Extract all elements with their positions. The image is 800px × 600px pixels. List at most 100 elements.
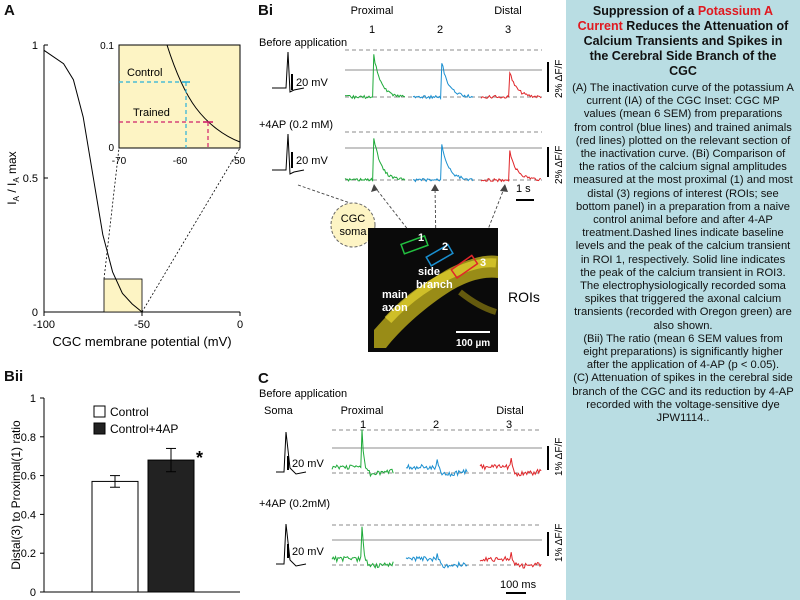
c-roi-1: 1 bbox=[360, 419, 366, 431]
panel-c-figure: Before application +4AP (0.2mM) Soma Pro… bbox=[259, 388, 565, 594]
caption-paragraph-c: (C) Attenuation of spikes in the cerebra… bbox=[572, 372, 794, 425]
bi-img-roi-3: 3 bbox=[480, 257, 486, 269]
bii-ytick: 0 bbox=[30, 587, 36, 599]
c-trace-before-roi1 bbox=[331, 429, 394, 478]
c-distal-header: Distal bbox=[496, 405, 524, 417]
bii-legend-control-swatch bbox=[93, 405, 106, 418]
c-roi-2: 2 bbox=[433, 419, 439, 431]
bi-soma-circle bbox=[330, 202, 376, 248]
c-mv-scale-top: 20 mV bbox=[292, 458, 324, 470]
bi-df-scale-bottom: 2% ΔF/F bbox=[554, 146, 565, 184]
c-trace-after-roi1 bbox=[331, 526, 394, 569]
a-ylabel: IA / IA max bbox=[5, 151, 21, 204]
c-trace-after-roi2 bbox=[405, 553, 468, 569]
bi-mv-scale-bottom: 20 mV bbox=[296, 155, 328, 167]
bi-trace-after-roi3 bbox=[480, 150, 541, 183]
bii-legend-4ap: Control+4AP bbox=[110, 422, 178, 436]
bi-img-roi-2-box bbox=[425, 243, 454, 267]
a-inset-control-label: Control bbox=[127, 67, 162, 79]
panel-bi-figure: Before application +4AP (0.2 mM) Proxima… bbox=[259, 5, 565, 352]
bi-df-scale-top: 2% ΔF/F bbox=[554, 60, 565, 98]
a-inset-curve bbox=[166, 44, 241, 143]
bii-ytick: 0.6 bbox=[21, 471, 36, 483]
c-soma-spike-after bbox=[276, 523, 307, 567]
a-inactivation-curve bbox=[43, 49, 143, 313]
bi-trace-after-roi1 bbox=[344, 138, 406, 182]
bi-after-label: +4AP (0.2 mM) bbox=[259, 119, 333, 131]
bi-img-side: side bbox=[418, 266, 440, 278]
c-df-scale-top: 1% ΔF/F bbox=[554, 438, 565, 476]
bi-img-branch: branch bbox=[416, 279, 453, 291]
panel-label-bii: Bii bbox=[4, 368, 24, 385]
bi-time-scale: 1 s bbox=[516, 183, 531, 195]
bi-rois-label: ROIs bbox=[508, 289, 540, 305]
a-xtick-50: -50 bbox=[134, 319, 150, 331]
c-after-label: +4AP (0.2mM) bbox=[259, 498, 330, 510]
bii-ytick: 0.2 bbox=[21, 548, 36, 560]
c-time-scale: 100 ms bbox=[500, 579, 537, 591]
panel-a-chart: 1 0.5 0 -100 -50 0 CGC membrane potentia… bbox=[5, 40, 246, 349]
c-trace-before-roi3 bbox=[479, 458, 542, 478]
bi-before-label: Before application bbox=[259, 37, 347, 49]
bi-img-scale: 100 µm bbox=[456, 338, 490, 349]
a-ytick-0: 0 bbox=[32, 307, 38, 319]
a-xlabel: CGC membrane potential (mV) bbox=[52, 334, 231, 349]
c-trace-after-roi3 bbox=[479, 552, 542, 569]
panel-label-a: A bbox=[4, 2, 15, 19]
bi-roi-2: 2 bbox=[437, 24, 443, 36]
bi-roi-3: 3 bbox=[505, 24, 511, 36]
bi-img-roi-1-box bbox=[400, 234, 429, 255]
bi-distal-header: Distal bbox=[494, 5, 522, 17]
caption-sidebar: Suppression of a Potassium A Current Red… bbox=[566, 0, 800, 600]
caption-title-highlight: Potassium A Current bbox=[577, 4, 774, 33]
bii-bar-control bbox=[91, 480, 139, 593]
bi-img-roi-3-box bbox=[450, 254, 479, 280]
bii-ytick: 1 bbox=[30, 393, 36, 405]
a-inset-ytick-0: 0 bbox=[108, 143, 114, 154]
c-mv-scale-bottom: 20 mV bbox=[292, 546, 324, 558]
c-soma-header: Soma bbox=[264, 405, 294, 417]
bii-ylabel: Distal(3) to Proximal(1) ratio bbox=[9, 420, 23, 570]
bi-img-roi-1: 1 bbox=[418, 232, 424, 244]
bi-trace-after-roi2 bbox=[413, 144, 474, 183]
bi-soma-label-2: soma bbox=[340, 226, 368, 238]
a-inset-trained-label: Trained bbox=[133, 107, 170, 119]
bi-soma-spike-before bbox=[272, 51, 305, 93]
bi-roi-1: 1 bbox=[369, 24, 375, 36]
a-xtick-100: -100 bbox=[33, 319, 55, 331]
caption-title: Suppression of a Potassium A Current Red… bbox=[574, 4, 792, 79]
bi-trace-before-roi2 bbox=[412, 63, 474, 101]
c-proximal-header: Proximal bbox=[341, 405, 384, 417]
bi-soma-label-1: CGC bbox=[341, 213, 366, 225]
caption-paragraph-a: (A) The inactivation curve of the potass… bbox=[572, 82, 794, 332]
bi-trace-before-roi1 bbox=[344, 54, 405, 100]
caption-paragraph-bii: (Bii) The ratio (mean 6 SEM values from … bbox=[583, 332, 783, 372]
c-roi-3: 3 bbox=[506, 419, 512, 431]
bi-img-main: main bbox=[382, 289, 408, 301]
bi-img-axon: axon bbox=[382, 302, 408, 314]
bi-trace-before-roi3 bbox=[480, 70, 542, 99]
a-inset-xtick-60: -60 bbox=[173, 156, 188, 167]
a-ytick-1: 1 bbox=[32, 40, 38, 52]
bi-proximal-header: Proximal bbox=[351, 5, 394, 17]
caption-body: (A) The inactivation curve of the potass… bbox=[572, 82, 794, 425]
c-df-scale-bottom: 1% ΔF/F bbox=[554, 524, 565, 562]
a-xtick-0: 0 bbox=[237, 319, 243, 331]
panel-label-bi: Bi bbox=[258, 2, 273, 19]
panel-bii-chart: 1 0.8 0.6 0.4 0.2 0 Distal(3) to Proximal(1) … bbox=[9, 393, 240, 599]
a-inset-xtick-70: -70 bbox=[112, 156, 127, 167]
bi-soma-spike-after bbox=[272, 133, 305, 175]
panel-label-c: C bbox=[258, 370, 269, 387]
c-soma-spike-before bbox=[276, 431, 307, 475]
bii-ytick: 0.4 bbox=[21, 509, 36, 521]
a-inset-ytick-01: 0.1 bbox=[100, 41, 114, 52]
c-before-label: Before application bbox=[259, 388, 347, 400]
bii-ytick: 0.8 bbox=[21, 432, 36, 444]
svg-text:IA / IA max: IA / IA max bbox=[5, 151, 21, 204]
bii-legend-4ap-swatch bbox=[93, 422, 106, 435]
bii-bar-control-4ap bbox=[147, 459, 195, 593]
a-ytick-05: 0.5 bbox=[23, 173, 38, 185]
caption-title-post: Reduces the Attenuation of Calcium Trans… bbox=[583, 19, 789, 78]
bi-img-roi-2: 2 bbox=[442, 241, 448, 253]
bii-significance-star: * bbox=[196, 448, 203, 468]
